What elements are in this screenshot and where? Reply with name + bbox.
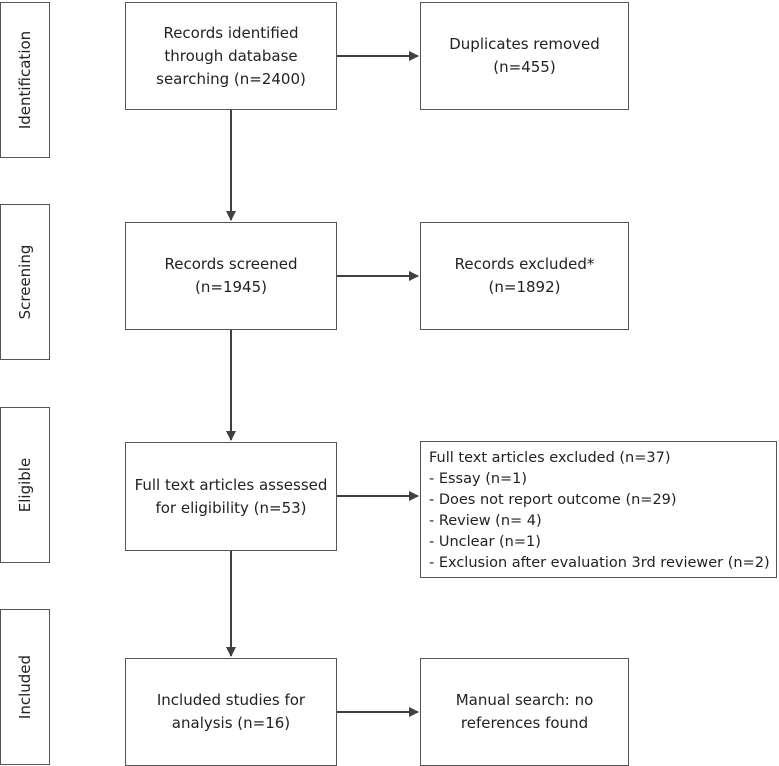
full-text-assessed-line-2: for eligibility (n=53) [155,498,307,517]
included-studies-box: Included studies for analysis (n=16) [125,658,337,766]
full-text-assessed-line-1: Full text articles assessed [134,475,328,494]
records-identified-line-3: searching (n=2400) [156,69,306,88]
records-excluded-line-2: (n=1892) [488,278,561,296]
records-excluded-line-1: Records excluded* [454,255,595,273]
full-text-excluded-box: Full text articles excluded (n=37) - Ess… [420,441,777,578]
records-identified-line-2: through database [164,46,298,65]
records-identified-line-1: Records identified [163,23,299,42]
phase-eligible: Eligible [0,407,50,563]
records-screened-box: Records screened (n=1945) [125,222,337,330]
records-screened-line-1: Records screened [164,255,298,273]
exclusion-reason-item: - Exclusion after evaluation 3rd reviewe… [429,555,770,571]
included-studies-line-2: analysis (n=16) [171,714,291,732]
manual-search-line-1: Manual search: no [455,691,594,709]
exclusion-reason-item: - Review (n= 4) [429,513,542,529]
full-text-excluded-heading: Full text articles excluded (n=37) [429,450,671,466]
duplicates-removed-box: Duplicates removed (n=455) [420,2,629,110]
records-excluded-box: Records excluded* (n=1892) [420,222,629,330]
phase-screening: Screening [0,204,50,360]
included-studies-line-1: Included studies for [156,691,306,709]
records-identified-box: Records identified through database sear… [125,2,337,110]
exclusion-reason-item: - Unclear (n=1) [429,534,541,550]
manual-search-line-2: references found [460,714,589,732]
records-screened-line-2: (n=1945) [195,278,267,296]
manual-search-box: Manual search: no references found [420,658,629,766]
exclusion-reason-item: - Essay (n=1) [429,471,528,487]
exclusion-reason-item: - Does not report outcome (n=29) [429,492,677,508]
phase-included: Included [0,609,50,765]
duplicates-removed-line-2: (n=455) [493,58,556,76]
phase-identification: Identification [0,2,50,158]
duplicates-removed-line-1: Duplicates removed [449,35,600,53]
full-text-assessed-box: Full text articles assessed for eligibil… [125,442,337,551]
